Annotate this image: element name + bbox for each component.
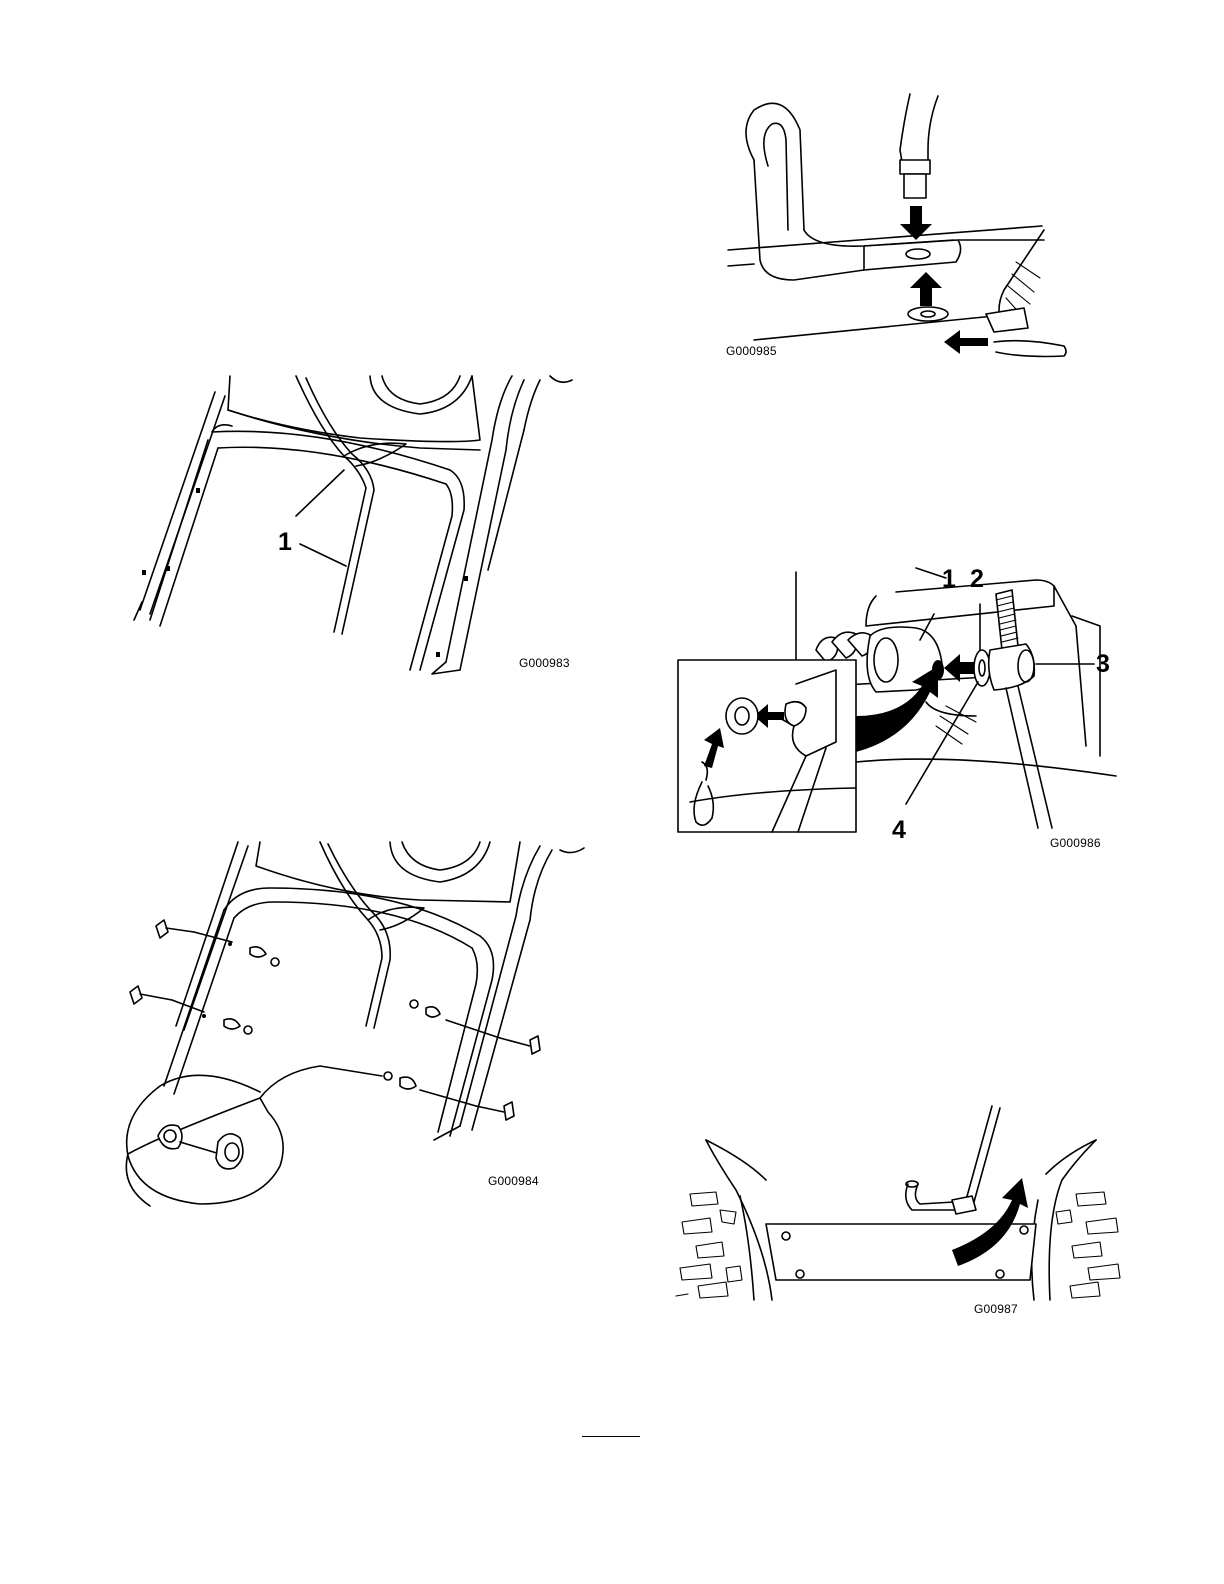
callout-label: 1 xyxy=(278,530,292,555)
figure-g00987-illustration xyxy=(676,1100,1126,1310)
callout-label: 4 xyxy=(892,818,906,843)
callout-label: 2 xyxy=(970,567,984,592)
figure-g000986-illustration xyxy=(676,566,1126,836)
figure-code: G000985 xyxy=(726,344,777,358)
figure-code: G000986 xyxy=(1050,836,1101,850)
figure-code: G000983 xyxy=(519,656,570,670)
figure-g000983-illustration xyxy=(120,370,600,690)
figure-code: G00987 xyxy=(974,1302,1018,1316)
figure-code: G000984 xyxy=(488,1174,539,1188)
callout-label: 3 xyxy=(1096,652,1110,677)
footer-rule xyxy=(582,1436,640,1437)
figure-g000985-illustration xyxy=(724,90,1084,350)
callout-label: 1 xyxy=(942,567,956,592)
figure-g000984-illustration xyxy=(120,836,600,1206)
